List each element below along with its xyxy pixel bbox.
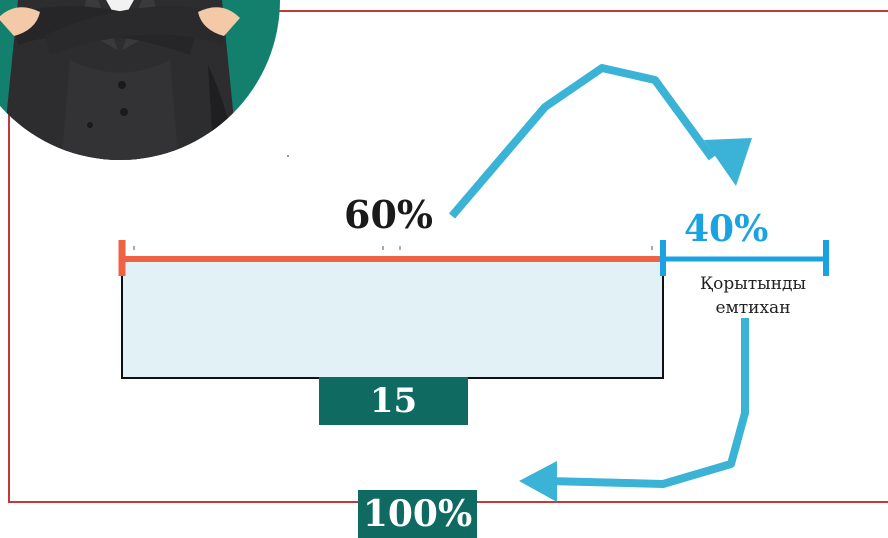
exam-bar — [660, 240, 829, 276]
weeks-badge: 15 апта — [319, 377, 468, 469]
term-percent: 60% — [344, 192, 433, 237]
businesswoman-icon — [0, 0, 300, 160]
stray-dot — [287, 155, 289, 157]
total-badge: 100% — [358, 490, 477, 538]
exam-percent: 40% — [684, 208, 769, 250]
arrow-to-total-icon — [519, 318, 749, 502]
final-exam-label-line1: Қорытынды — [699, 274, 807, 294]
arrow-to-exam-icon — [448, 64, 752, 219]
final-exam-label-line2: емтихан — [715, 298, 791, 318]
term-bar — [118, 240, 662, 276]
final-exam-label: Қорытынды емтихан — [685, 272, 821, 320]
